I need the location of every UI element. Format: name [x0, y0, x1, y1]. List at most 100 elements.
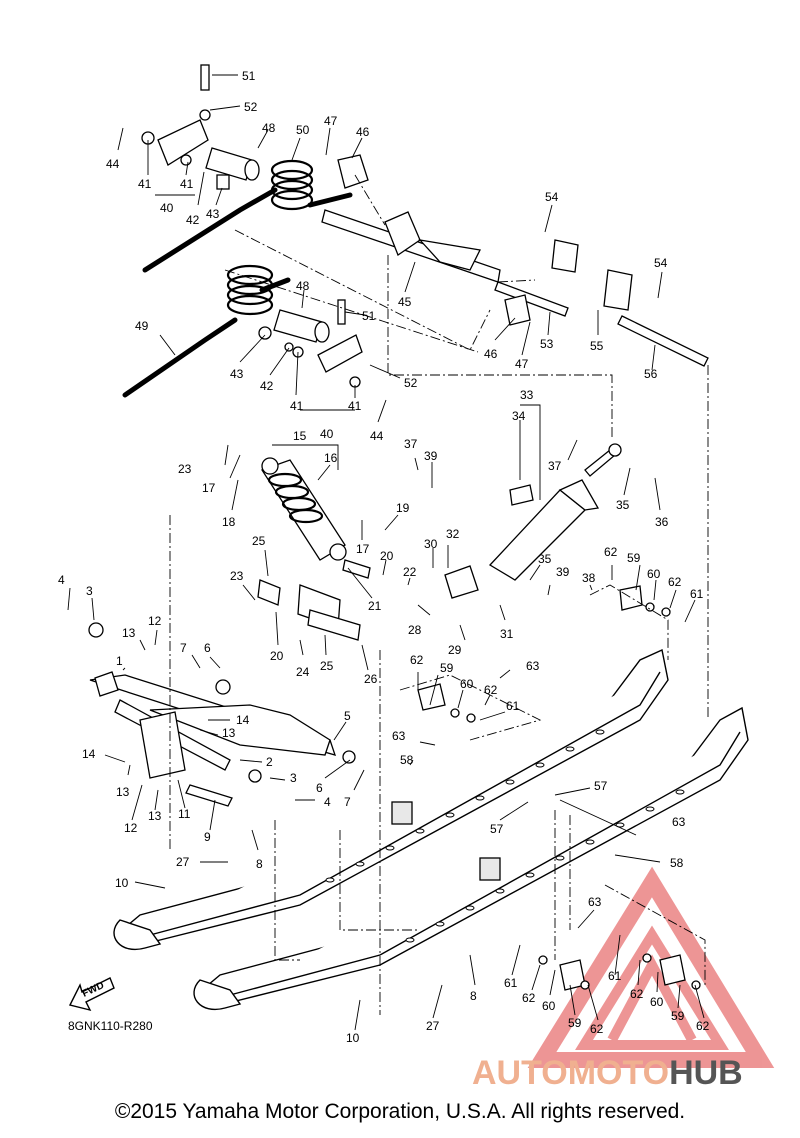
callout-29: 29 — [448, 643, 462, 657]
callout-62: 62 — [484, 683, 498, 697]
callout-39: 39 — [556, 565, 570, 579]
callout-61: 61 — [608, 969, 622, 983]
callout-15: 15 — [293, 429, 307, 443]
leader-lines — [67, 74, 705, 1031]
callout-40: 40 — [160, 201, 174, 215]
callout-labels: 51 52 44 41 41 40 42 43 48 50 47 46 54 5… — [58, 69, 710, 1045]
callout-52: 52 — [404, 376, 418, 390]
callout-13: 13 — [222, 726, 236, 740]
callout-39: 39 — [424, 449, 438, 463]
front-arm-assembly — [88, 559, 479, 807]
callout-58: 58 — [400, 753, 414, 767]
callout-7: 7 — [344, 795, 351, 809]
callout-60: 60 — [542, 999, 556, 1013]
callout-62: 62 — [410, 653, 424, 667]
callout-43: 43 — [206, 207, 220, 221]
callout-25: 25 — [252, 534, 266, 548]
callout-60: 60 — [460, 677, 474, 691]
slide-rail-right — [193, 706, 749, 1011]
callout-41: 41 — [290, 399, 304, 413]
callout-40: 40 — [320, 427, 334, 441]
callout-59: 59 — [568, 1016, 582, 1030]
fwd-arrow: FWD — [68, 977, 115, 1012]
callout-20: 20 — [380, 549, 394, 563]
callout-12: 12 — [148, 614, 162, 628]
callout-13: 13 — [148, 809, 162, 823]
callout-8: 8 — [470, 989, 477, 1003]
callout-41: 41 — [180, 177, 194, 191]
callout-23: 23 — [230, 569, 244, 583]
upper-arm-assembly — [122, 64, 709, 398]
callout-61: 61 — [690, 587, 704, 601]
callout-12: 12 — [124, 821, 138, 835]
callout-3: 3 — [86, 584, 93, 598]
callout-11: 11 — [178, 807, 191, 821]
callout-32: 32 — [446, 527, 460, 541]
callout-27: 27 — [176, 855, 190, 869]
callout-48: 48 — [296, 279, 310, 293]
callout-43: 43 — [230, 367, 244, 381]
watermark-logo — [527, 866, 775, 1068]
callout-41: 41 — [138, 177, 152, 191]
callout-57: 57 — [490, 822, 504, 836]
callout-62: 62 — [630, 987, 644, 1001]
callout-6: 6 — [316, 781, 323, 795]
callout-63: 63 — [588, 895, 602, 909]
callout-63: 63 — [526, 659, 540, 673]
copyright-notice: ©2015 Yamaha Motor Corporation, U.S.A. A… — [114, 1100, 686, 1123]
callout-35: 35 — [538, 552, 552, 566]
callout-38: 38 — [582, 571, 596, 585]
assembly-guide-lines — [169, 174, 709, 1015]
callout-13: 13 — [122, 626, 136, 640]
callout-44: 44 — [370, 429, 384, 443]
callout-62: 62 — [668, 575, 682, 589]
callout-1: 1 — [116, 654, 123, 668]
callout-33: 33 — [520, 388, 534, 402]
callout-8: 8 — [256, 857, 263, 871]
callout-53: 53 — [540, 337, 554, 351]
callout-63: 63 — [392, 729, 406, 743]
callout-49: 49 — [135, 319, 149, 333]
callout-45: 45 — [398, 295, 412, 309]
callout-14: 14 — [236, 713, 250, 727]
shock-absorbers — [261, 443, 622, 581]
callout-54: 54 — [654, 256, 668, 270]
callout-62: 62 — [522, 991, 536, 1005]
callout-42: 42 — [260, 379, 274, 393]
callout-37: 37 — [548, 459, 562, 473]
callout-60: 60 — [647, 567, 661, 581]
callout-28: 28 — [408, 623, 422, 637]
callout-51: 51 — [362, 309, 376, 323]
callout-18: 18 — [222, 515, 236, 529]
callout-63: 63 — [672, 815, 686, 829]
callout-61: 61 — [506, 699, 520, 713]
callout-25: 25 — [320, 659, 334, 673]
callout-10: 10 — [346, 1031, 360, 1045]
callout-20: 20 — [270, 649, 284, 663]
callout-59: 59 — [440, 661, 454, 675]
callout-24: 24 — [296, 665, 310, 679]
callout-7: 7 — [180, 641, 187, 655]
callout-5: 5 — [344, 709, 351, 723]
slide-rail-left — [113, 648, 669, 951]
callout-19: 19 — [396, 501, 410, 515]
callout-16: 16 — [324, 451, 338, 465]
callout-35: 35 — [616, 498, 630, 512]
callout-59: 59 — [671, 1009, 685, 1023]
callout-52: 52 — [244, 100, 258, 114]
callout-27: 27 — [426, 1019, 440, 1033]
callout-46: 46 — [484, 347, 498, 361]
callout-47: 47 — [324, 114, 338, 128]
callout-30: 30 — [424, 537, 438, 551]
watermark-text-part2: HUB — [669, 1054, 743, 1092]
watermark-text-part1: AUTOMOTO — [472, 1054, 669, 1092]
callout-62: 62 — [696, 1019, 710, 1033]
bumper-sets — [417, 585, 701, 991]
callout-59: 59 — [627, 551, 641, 565]
callout-21: 21 — [368, 599, 382, 613]
callout-61: 61 — [504, 976, 518, 990]
callout-34: 34 — [512, 409, 526, 423]
callout-22: 22 — [403, 565, 417, 579]
callout-54: 54 — [545, 190, 559, 204]
